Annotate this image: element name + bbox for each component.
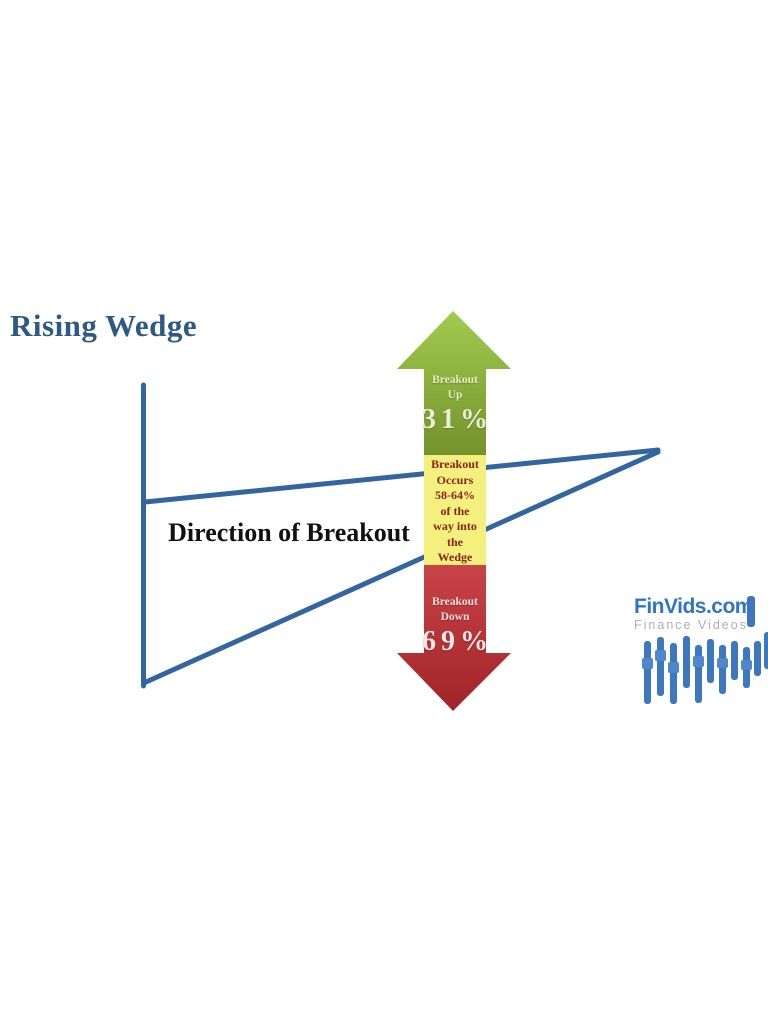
occurrence-line: of the	[440, 503, 470, 518]
finvids-brand-text: FinVids.com	[634, 595, 753, 618]
breakout-down-text: Breakout Down 69%	[408, 595, 502, 657]
finvids-tagline-text: Finance Videos	[634, 618, 748, 632]
occurrence-line: Breakout	[431, 457, 479, 471]
occurrence-line: Wedge	[437, 550, 473, 564]
breakout-up-word1: Breakout	[432, 374, 478, 386]
breakout-up-arrow	[397, 311, 511, 455]
breakout-down-word2: Down	[440, 611, 470, 623]
finvids-brand-bar-icon	[747, 596, 755, 627]
breakout-up-word2: Up	[447, 389, 463, 401]
page-title: Rising Wedge	[10, 308, 198, 343]
occurrence-line: Occurs	[436, 472, 474, 487]
breakout-occurrence-box	[424, 455, 486, 565]
finvids-chart-icon	[642, 632, 768, 704]
wedge-upper-trendline	[142, 447, 661, 505]
occurrence-line: 58-64%	[435, 488, 475, 502]
breakout-down-percentage: 69%	[422, 626, 493, 657]
breakout-up-text: Breakout Up 31%	[408, 373, 502, 435]
occurrence-line: the	[447, 534, 463, 549]
breakout-down-word1: Breakout	[432, 596, 478, 608]
finvids-logo: FinVids.com Finance Videos	[634, 596, 768, 712]
wedge-lower-trendline	[143, 449, 661, 685]
occurrence-line: way into	[433, 519, 477, 533]
direction-of-breakout-label: Direction of Breakout	[168, 518, 410, 547]
breakout-down-arrow	[397, 565, 511, 711]
breakout-up-percentage: 31%	[422, 404, 493, 435]
breakout-occurrence-text: Breakout Occurs 58-64% of the way into t…	[422, 457, 488, 566]
